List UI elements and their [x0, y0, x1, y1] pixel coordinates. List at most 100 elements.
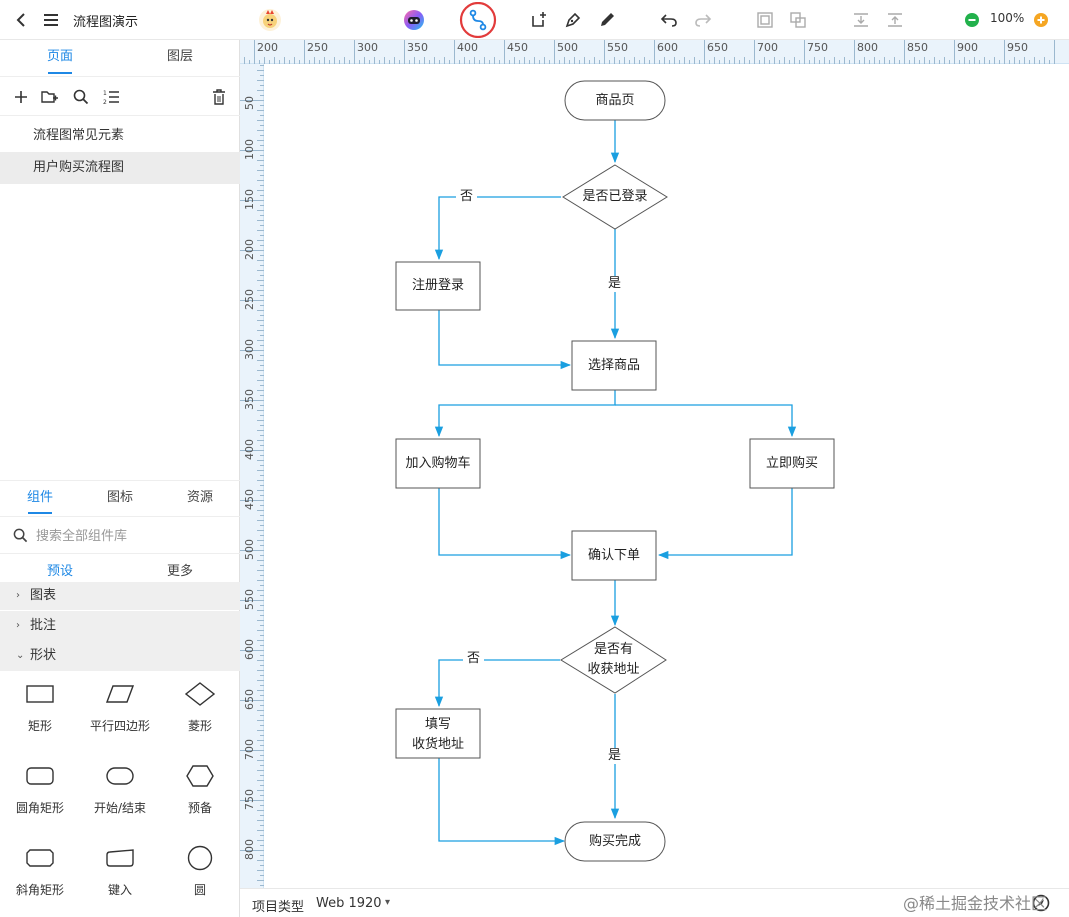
project-type-select[interactable]: Web 1920 — [316, 896, 382, 911]
add-folder-icon[interactable] — [40, 87, 60, 107]
node-label: 确认下单 — [587, 548, 640, 563]
shape-diamond[interactable]: 菱形 — [160, 670, 240, 750]
zoom-in-icon[interactable] — [1031, 0, 1051, 40]
connector-select-to-cart[interactable] — [434, 390, 616, 438]
preset-tabs: 预设 更多 — [0, 554, 240, 590]
ruler-label: 700 — [243, 739, 256, 760]
ruler-label: 550 — [243, 589, 256, 610]
node-login-decision[interactable] — [562, 164, 668, 230]
edge-label: 否 — [463, 651, 485, 667]
pencil-tool-icon[interactable] — [596, 0, 618, 40]
node-address-decision[interactable] — [560, 626, 667, 694]
document-title[interactable]: 流程图演示 — [73, 15, 139, 30]
node-register[interactable] — [395, 261, 481, 311]
delete-page-icon[interactable] — [209, 87, 229, 107]
ruler-label: 600 — [243, 639, 256, 660]
category-annotations[interactable]: › 批注 — [0, 611, 240, 641]
component-tabs: 组件 图标 资源 — [0, 480, 240, 516]
ruler-label: 250 — [243, 289, 256, 310]
connector-address-no[interactable] — [434, 659, 560, 708]
redo-icon[interactable] — [692, 0, 714, 40]
category-charts[interactable]: › 图表 — [0, 582, 240, 610]
tab-layers[interactable]: 图层 — [166, 49, 193, 64]
ungroup-icon[interactable] — [787, 0, 809, 40]
node-buy-now[interactable] — [749, 438, 835, 489]
connector-select-to-buy[interactable] — [615, 404, 797, 438]
shape-label: 键入 — [107, 883, 132, 897]
ruler-label: 150 — [243, 189, 256, 210]
shape-label: 预备 — [187, 801, 212, 815]
tab-icons[interactable]: 图标 — [106, 490, 133, 505]
group-icon[interactable] — [754, 0, 776, 40]
node-start[interactable] — [564, 80, 666, 121]
project-type-label: 项目类型 — [252, 900, 305, 915]
tab-resources[interactable]: 资源 — [186, 490, 213, 505]
flowchart-canvas[interactable]: 商品页 是否已登录 注册登录 选择商品 加入购物车 立即购买 确认下单 是否有 … — [264, 64, 1069, 888]
compass-icon[interactable] — [1032, 894, 1050, 916]
shape-rounded-rectangle[interactable]: 圆角矩形 — [0, 752, 80, 832]
shape-manual-input[interactable]: 键入 — [80, 834, 160, 914]
ruler-label: 500 — [557, 41, 578, 54]
component-search-input[interactable] — [36, 526, 226, 546]
node-add-cart[interactable] — [395, 438, 481, 489]
node-confirm[interactable] — [571, 530, 657, 581]
ruler-label: 450 — [243, 489, 256, 510]
ruler-label: 450 — [507, 41, 528, 54]
component-search-bar — [0, 516, 240, 554]
zoom-out-icon[interactable] — [962, 0, 982, 40]
ruler-label: 750 — [243, 789, 256, 810]
ruler-label: 600 — [657, 41, 678, 54]
connector-register-to-select[interactable] — [438, 310, 572, 370]
connector-tool-icon[interactable] — [456, 0, 500, 40]
zoom-level[interactable]: 100% — [990, 11, 1025, 25]
manual-input-icon — [106, 849, 134, 867]
category-shapes[interactable]: ⌄ 形状 — [0, 641, 240, 671]
connector-buy-to-confirm[interactable] — [657, 488, 793, 560]
add-frame-icon[interactable] — [528, 0, 550, 40]
shape-preparation[interactable]: 预备 — [160, 752, 240, 832]
edge-label: 否 — [456, 189, 478, 205]
shape-circle[interactable]: 圆 — [160, 834, 240, 914]
connector-fill-to-end[interactable] — [438, 758, 566, 846]
connector-login-no[interactable] — [434, 196, 561, 261]
shape-label: 圆角矩形 — [15, 801, 64, 815]
page-item[interactable]: 流程图常见元素 — [33, 128, 125, 143]
tab-components[interactable]: 组件 — [0, 481, 80, 516]
shape-rectangle[interactable]: 矩形 — [0, 670, 80, 750]
node-label: 注册登录 — [411, 278, 464, 293]
page-item-selected[interactable]: 用户购买流程图 — [0, 152, 240, 184]
node-fill-address[interactable] — [395, 708, 481, 759]
ruler-label: 500 — [243, 539, 256, 560]
ai-assistant-icon[interactable] — [401, 0, 427, 40]
node-label: 立即购买 — [765, 456, 818, 471]
shape-terminator[interactable]: 开始/结束 — [80, 752, 160, 832]
send-backward-icon[interactable] — [850, 0, 872, 40]
back-icon[interactable] — [10, 0, 32, 40]
add-page-icon[interactable] — [11, 87, 31, 107]
tab-pages[interactable]: 页面 — [0, 40, 120, 76]
parallelogram-icon — [106, 685, 134, 703]
connector-cart-to-confirm[interactable] — [438, 488, 572, 560]
rectangle-icon — [26, 685, 54, 703]
tab-more[interactable]: 更多 — [166, 564, 193, 579]
search-icon[interactable] — [71, 87, 91, 107]
shape-label: 斜角矩形 — [15, 883, 64, 897]
chevron-down-icon[interactable]: ▾ — [385, 897, 391, 908]
menu-icon[interactable] — [40, 0, 62, 40]
shape-bevel-rectangle[interactable]: 斜角矩形 — [0, 834, 80, 914]
terminator-icon — [106, 767, 134, 785]
user-avatar[interactable] — [256, 0, 284, 40]
ruler-label: 350 — [407, 41, 428, 54]
shape-parallelogram[interactable]: 平行四边形 — [80, 670, 160, 750]
node-select[interactable] — [571, 340, 657, 391]
bring-forward-icon[interactable] — [884, 0, 906, 40]
tab-presets[interactable]: 预设 — [46, 564, 73, 579]
node-end[interactable] — [564, 821, 666, 862]
undo-icon[interactable] — [658, 0, 680, 40]
pen-tool-icon[interactable] — [562, 0, 584, 40]
edge-label: 是 — [604, 276, 626, 292]
ruler-label: 950 — [1007, 41, 1028, 54]
